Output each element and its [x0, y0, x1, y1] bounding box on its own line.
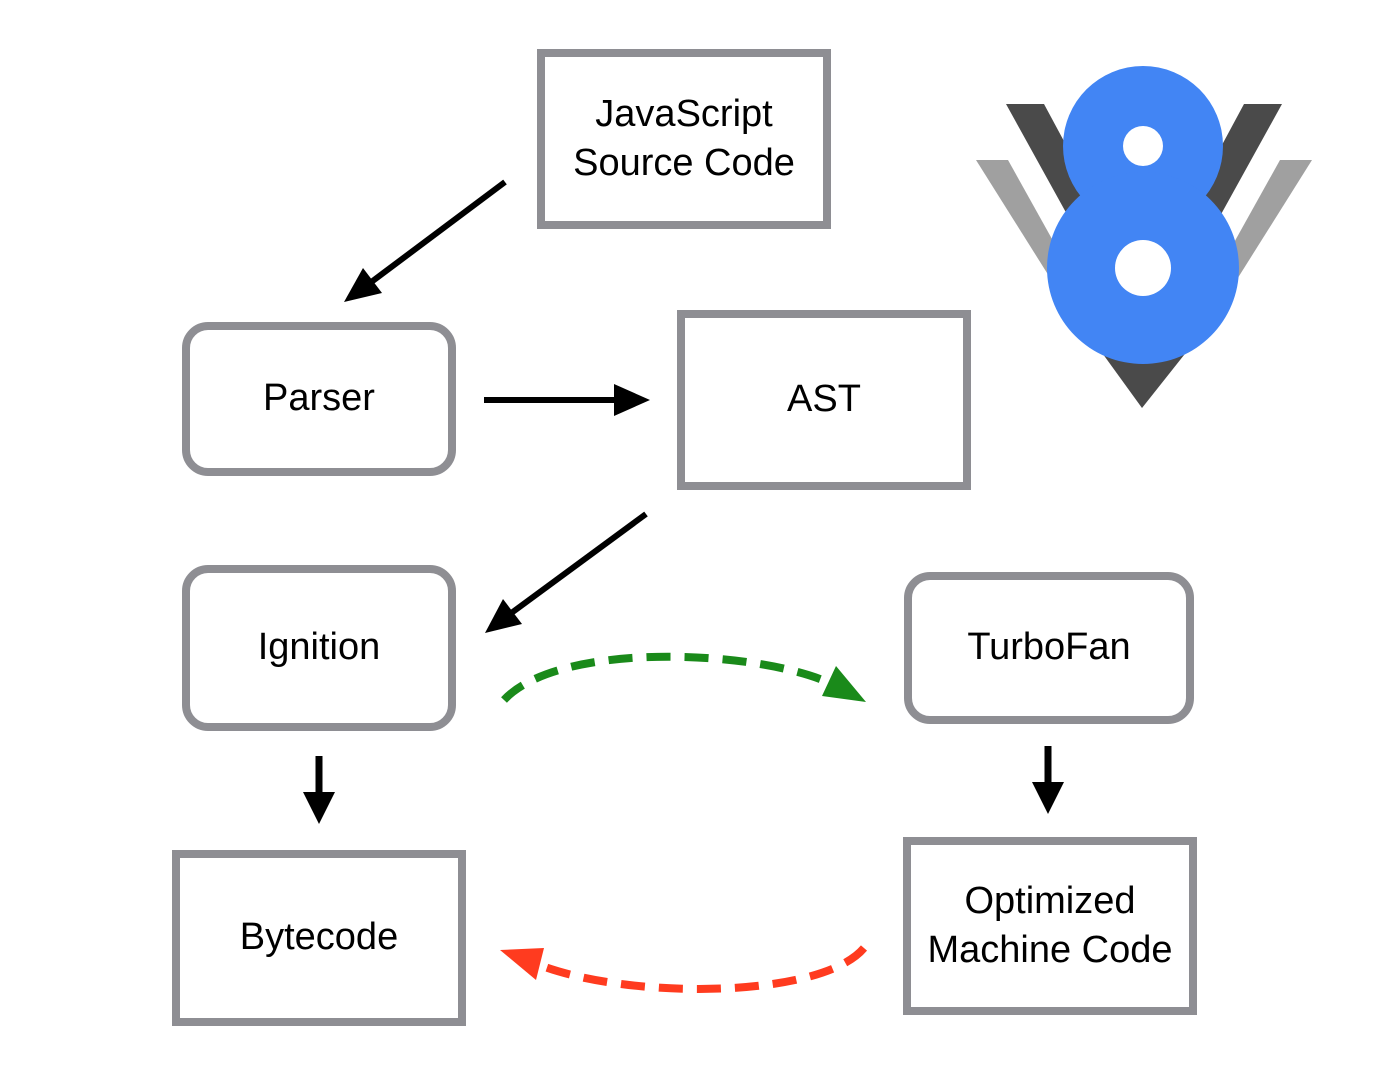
arrow-turbofan-to-optimized: [1032, 746, 1064, 814]
arrow-ignition-to-bytecode: [303, 756, 335, 824]
arrow-parser-to-ast: [484, 384, 650, 416]
node-label: Bytecode: [239, 916, 399, 959]
node-label: Parser: [263, 377, 375, 420]
arrow-ast-to-ignition: [485, 511, 648, 633]
node-label: TurboFan: [967, 626, 1131, 669]
node-parser: Parser: [182, 322, 456, 476]
arrow-optimize: [501, 652, 866, 703]
node-optimized-machine-code: Optimized Machine Code: [903, 837, 1197, 1015]
node-label: AST: [787, 378, 861, 421]
node-label: JavaScript Source Code: [573, 92, 795, 184]
node-label: Ignition: [257, 626, 381, 669]
arrow-source-to-parser: [344, 179, 507, 302]
node-ignition: Ignition: [182, 565, 456, 731]
node-turbofan: TurboFan: [904, 572, 1194, 724]
node-javascript-source-code: JavaScript Source Code: [537, 49, 831, 229]
v8-logo-icon: [948, 66, 1340, 408]
node-ast: AST: [677, 310, 971, 490]
node-bytecode: Bytecode: [172, 850, 466, 1026]
node-label: Optimized Machine Code: [927, 879, 1173, 971]
arrow-deoptimize: [500, 945, 868, 993]
